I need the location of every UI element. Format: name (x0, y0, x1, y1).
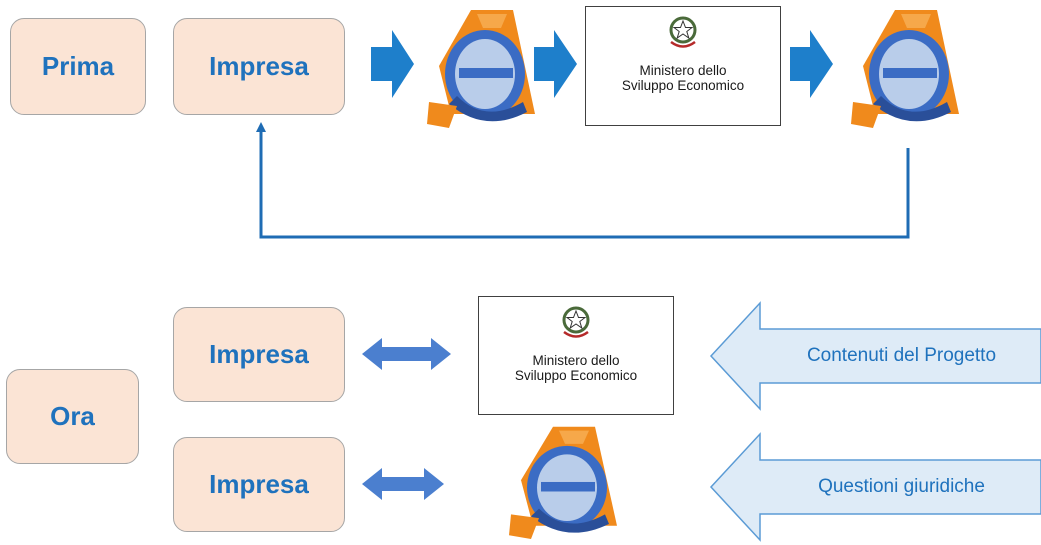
italian-emblem-icon (669, 16, 697, 48)
agency-logo-3 (509, 423, 625, 540)
impresa-label-now-1: Impresa (209, 339, 309, 369)
exchange-arrow-2 (362, 468, 444, 500)
callout-arrow-2 (709, 432, 1041, 542)
ministry-name-line1-now: Ministero dello (532, 353, 620, 368)
prima-label-box: Prima (10, 18, 146, 115)
flow-arrow-3 (790, 30, 833, 98)
agency-logo-1 (427, 6, 543, 129)
ministry-name-line1-before: Ministero dello (639, 63, 727, 78)
prima-label: Prima (41, 51, 115, 81)
impresa-box-before: Impresa (173, 18, 345, 115)
impresa-label-now-2: Impresa (209, 469, 309, 499)
callout-text-2: Questioni giuridiche (818, 476, 985, 497)
impresa-label-before: Impresa (209, 51, 309, 81)
ministry-card-now: Ministero dello Sviluppo Economico (478, 296, 674, 415)
flow-arrow-1 (371, 30, 414, 98)
impresa-box-now-2: Impresa (173, 437, 345, 532)
feedback-connector (259, 132, 910, 239)
impresa-box-now-1: Impresa (173, 307, 345, 402)
callout-arrow-1 (709, 301, 1041, 411)
callout-label-2: Questioni giuridiche (762, 460, 1041, 514)
ora-label: Ora (50, 401, 95, 431)
exchange-arrow-1 (362, 338, 451, 370)
ora-label-box: Ora (6, 369, 139, 464)
ministry-name-line2-now: Sviluppo Economico (514, 368, 638, 383)
italian-emblem-icon (562, 306, 590, 338)
feedback-arrowhead (256, 122, 266, 132)
ministry-name-line2-before: Sviluppo Economico (621, 78, 745, 93)
callout-label-1: Contenuti del Progetto (762, 329, 1041, 383)
callout-text-1: Contenuti del Progetto (806, 345, 997, 366)
agency-logo-2 (851, 6, 967, 129)
flow-arrow-2 (534, 30, 577, 98)
ministry-card-before: Ministero dello Sviluppo Economico (585, 6, 781, 126)
